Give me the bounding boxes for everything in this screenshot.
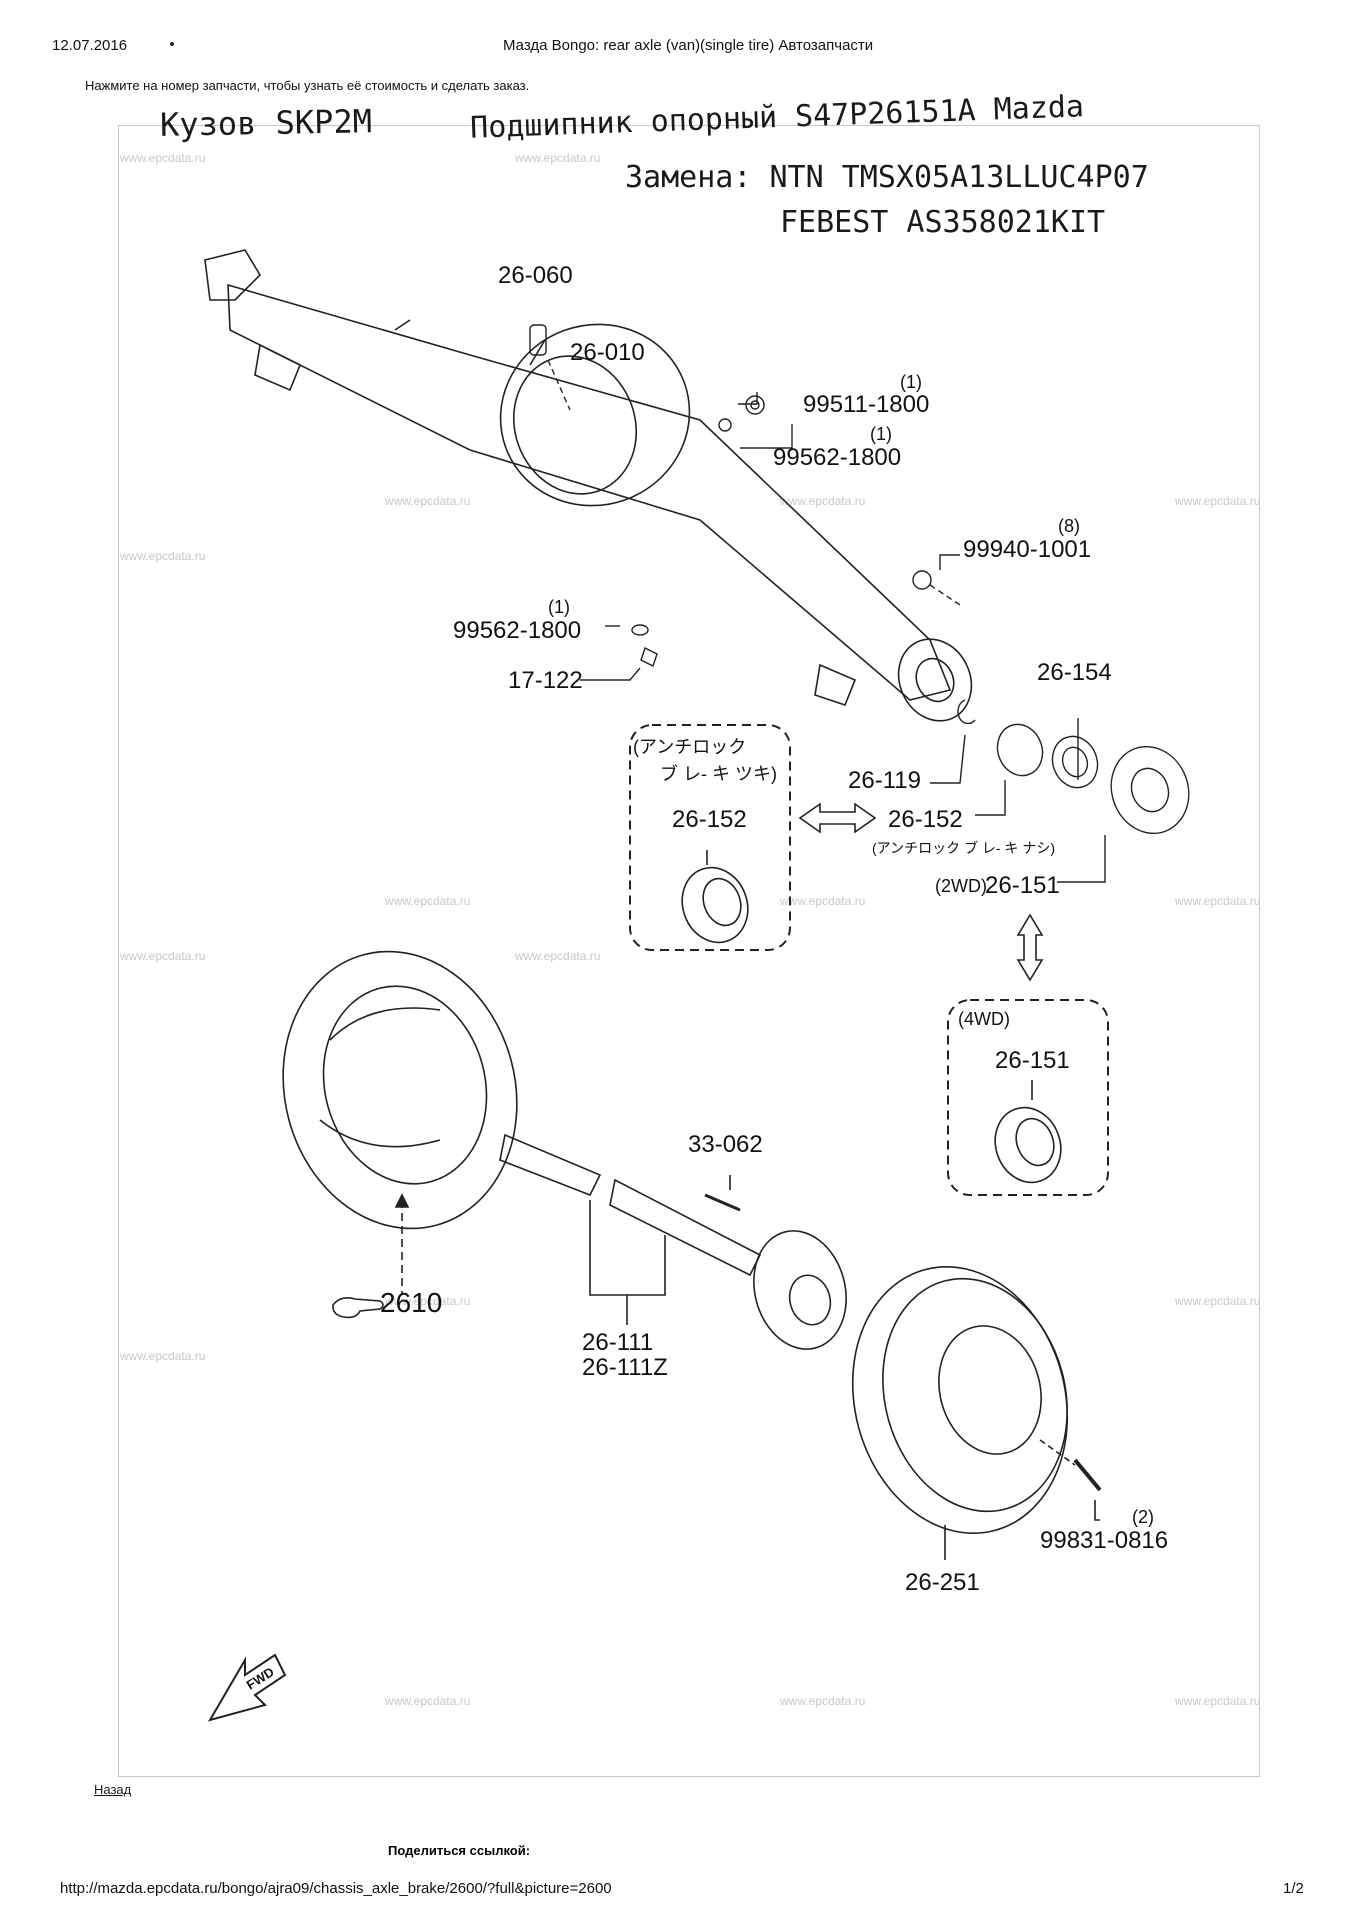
abs-variant-box	[629, 724, 791, 951]
handwritten-replacement: Замена: NTN TMSX05A13LLUC4P07	[625, 160, 1149, 195]
variant-notes: (アンチロック ブ レ- キ ツキ) (アンチロック ブ レ- キ ナシ) (2…	[633, 737, 1055, 1029]
svg-text:www.epcdata.ru: www.epcdata.ru	[1174, 494, 1260, 508]
svg-text:www.epcdata.ru: www.epcdata.ru	[119, 1349, 205, 1363]
part-2610[interactable]: 2610	[380, 1287, 442, 1318]
watermarks: www.epcdata.ru www.epcdata.ru www.epcdat…	[119, 151, 1260, 1708]
back-link[interactable]: Назад	[94, 1782, 132, 1797]
svg-text:www.epcdata.ru: www.epcdata.ru	[1174, 1294, 1260, 1308]
svg-text:www.epcdata.ru: www.epcdata.ru	[514, 151, 600, 165]
svg-text:ブ レ- キ ツキ): ブ レ- キ ツキ)	[660, 763, 777, 784]
part-26-151-4wd[interactable]: 26-151	[995, 1047, 1070, 1074]
part-26-151[interactable]: 26-151	[985, 872, 1060, 899]
scan-dot	[170, 42, 174, 46]
brake-drum-drawing	[851, 1265, 1102, 1560]
axle-shaft-drawing	[499, 1133, 847, 1350]
svg-text:www.epcdata.ru: www.epcdata.ru	[384, 894, 470, 908]
svg-text:(アンチロック: (アンチロック	[633, 737, 746, 757]
share-label: Поделиться ссылкой:	[388, 1843, 531, 1858]
svg-text:www.epcdata.ru: www.epcdata.ru	[1174, 1694, 1260, 1708]
page-url: http://mazda.epcdata.ru/bongo/ajra09/cha…	[60, 1880, 612, 1897]
part-26-060[interactable]: 26-060	[498, 262, 573, 289]
svg-text:www.epcdata.ru: www.epcdata.ru	[384, 1694, 470, 1708]
svg-text:www.epcdata.ru: www.epcdata.ru	[1174, 894, 1260, 908]
abs-tone-ring-drawing	[681, 850, 749, 944]
part-26-111z[interactable]: 26-111Z	[582, 1354, 668, 1381]
svg-text:www.epcdata.ru: www.epcdata.ru	[779, 894, 865, 908]
svg-text:www.epcdata.ru: www.epcdata.ru	[119, 949, 205, 963]
page-number: 1/2	[1283, 1880, 1304, 1897]
svg-text:www.epcdata.ru: www.epcdata.ru	[384, 1294, 470, 1308]
brake-backing-plate-drawing	[282, 950, 518, 1295]
svg-text:(4WD): (4WD)	[958, 1009, 1010, 1029]
part-26-154[interactable]: 26-154	[1037, 659, 1112, 686]
svg-text:(8): (8)	[1058, 516, 1080, 536]
part-labels: 26-060 26-010 (1) 99511-1800 (1) 99562-1…	[380, 262, 1168, 1596]
part-99940-1001[interactable]: 99940-1001	[963, 536, 1091, 563]
part-26-111[interactable]: 26-111	[582, 1329, 653, 1356]
page-title: Мазда Bongo: rear axle (van)(single tire…	[503, 37, 874, 54]
part-26-152[interactable]: 26-152	[888, 806, 963, 833]
svg-text:(1): (1)	[870, 424, 892, 444]
svg-text:(2WD): (2WD)	[935, 876, 987, 896]
svg-text:www.epcdata.ru: www.epcdata.ru	[779, 1694, 865, 1708]
part-99831-0816[interactable]: 99831-0816	[1040, 1527, 1168, 1554]
svg-text:www.epcdata.ru: www.epcdata.ru	[119, 549, 205, 563]
svg-text:www.epcdata.ru: www.epcdata.ru	[119, 151, 205, 165]
svg-text:www.epcdata.ru: www.epcdata.ru	[779, 494, 865, 508]
axle-housing-drawing	[204, 249, 973, 722]
pointing-hand-icon	[332, 1297, 384, 1319]
handwritten-febest: FEBEST AS358021KIT	[780, 205, 1106, 240]
part-99562-1800[interactable]: 99562-1800	[773, 444, 901, 471]
part-26-251[interactable]: 26-251	[905, 1569, 980, 1596]
svg-text:www.epcdata.ru: www.epcdata.ru	[384, 494, 470, 508]
part-33-062[interactable]: 33-062	[688, 1131, 763, 1158]
hardware-drawing	[529, 324, 1190, 883]
svg-text:www.epcdata.ru: www.epcdata.ru	[514, 949, 600, 963]
print-date: 12.07.2016	[52, 37, 128, 54]
part-17-122[interactable]: 17-122	[508, 667, 583, 694]
part-26-010[interactable]: 26-010	[570, 339, 645, 366]
instruction-text: Нажмите на номер запчасти, чтобы узнать …	[85, 78, 530, 93]
4wd-bearing-drawing	[994, 1080, 1062, 1184]
svg-text:(2): (2)	[1132, 1507, 1154, 1527]
svg-text:(1): (1)	[900, 372, 922, 392]
fwd-arrow: FWD	[207, 1653, 287, 1722]
part-99562-1800-b[interactable]: 99562-1800	[453, 617, 581, 644]
4wd-variant-box	[947, 999, 1109, 1196]
swap-arrow-vertical	[1016, 913, 1044, 982]
part-26-119[interactable]: 26-119	[848, 767, 921, 794]
part-26-152-abs[interactable]: 26-152	[672, 806, 747, 833]
part-99511-1800[interactable]: 99511-1800	[803, 391, 929, 418]
swap-arrow-horizontal	[798, 802, 877, 834]
svg-text:(1): (1)	[548, 597, 570, 617]
svg-text:(アンチロック ブ レ- キ ナシ): (アンチロック ブ レ- キ ナシ)	[872, 840, 1055, 856]
